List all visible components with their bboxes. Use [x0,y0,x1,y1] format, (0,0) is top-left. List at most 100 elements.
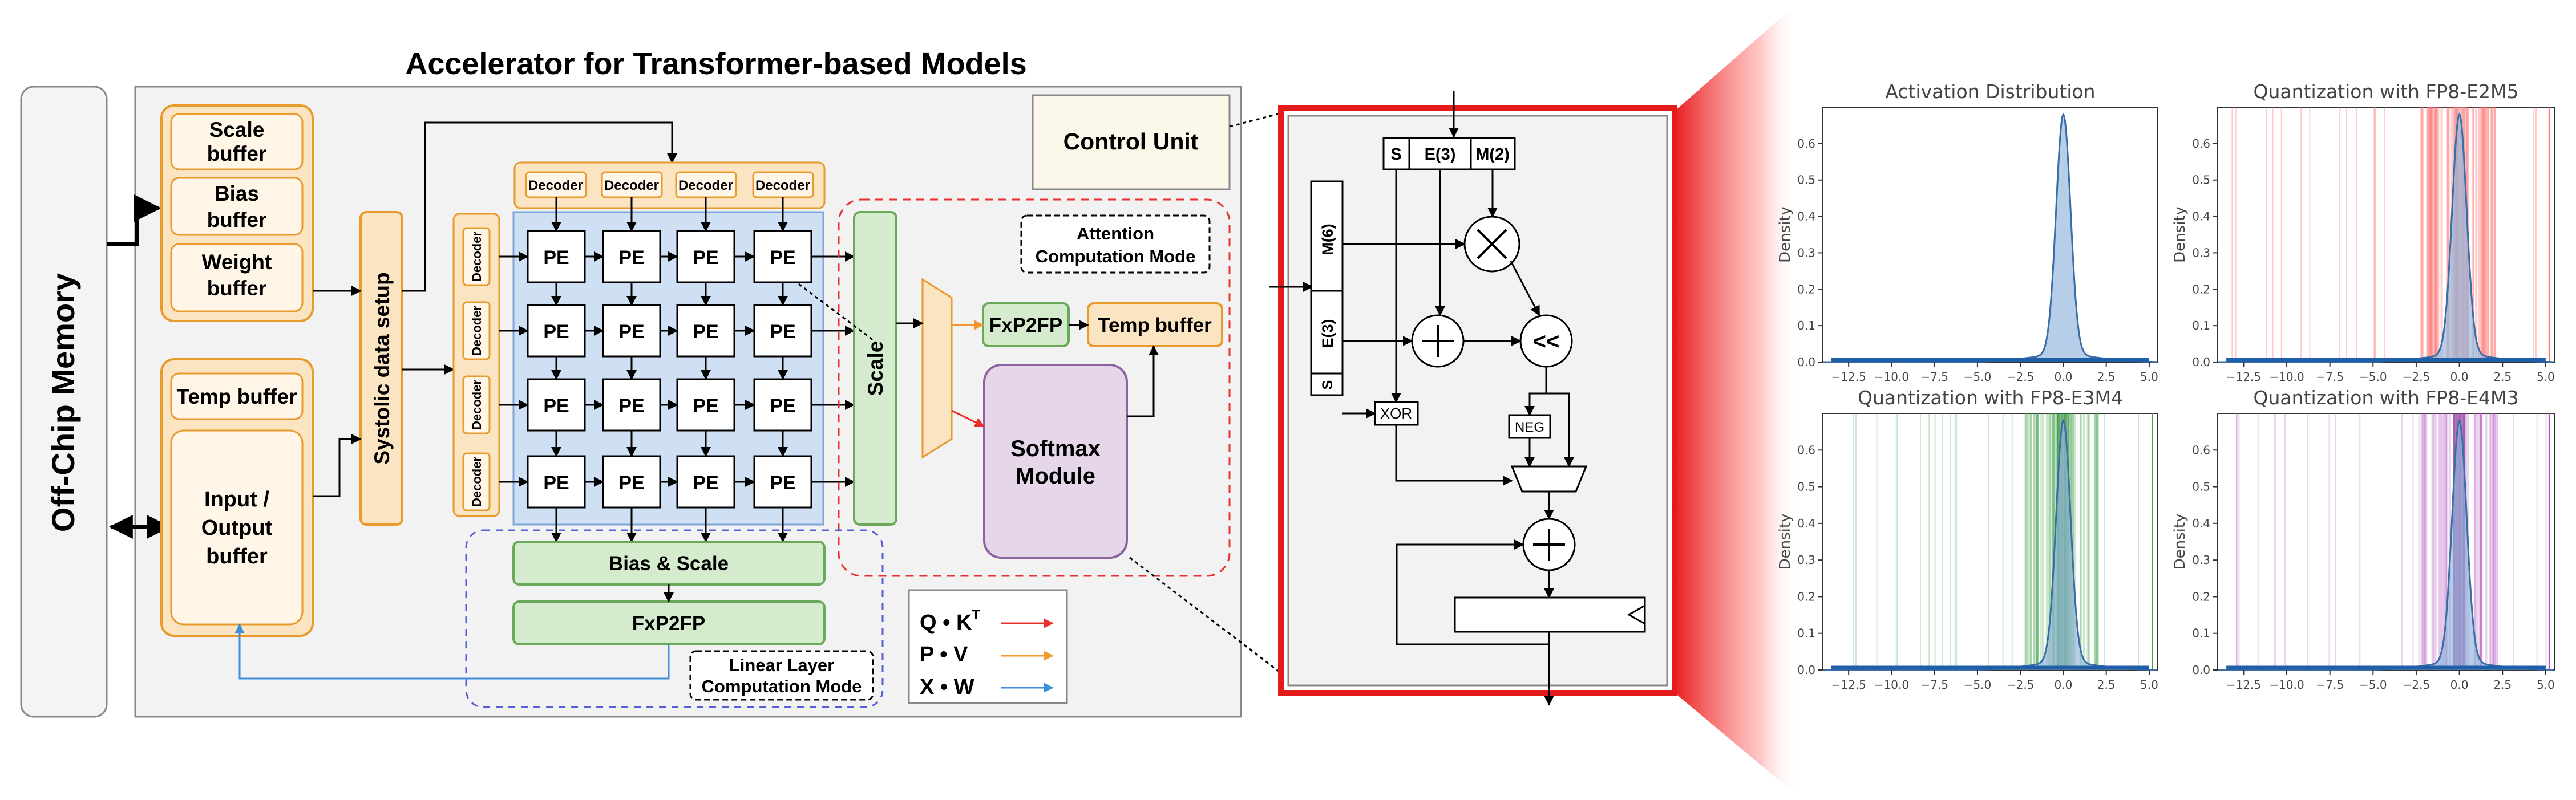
pe-detail-panel [1287,115,1668,687]
decoder-top-4-label: Decoder [755,178,810,193]
x-tick-label: −10.0 [2269,678,2304,692]
decoder-left-3-label: Decoder [470,380,484,430]
y-tick-label: 0.4 [2192,210,2210,224]
pe-cell [676,378,735,432]
wire-mult-to-shift [1510,261,1540,316]
mux-to-softmax-arrow [951,409,985,428]
y-tick-label: 0.4 [2192,517,2210,530]
zoom-fan [1675,9,1797,795]
y-tick-label: 0.5 [1797,480,1815,494]
plot-ylabel: Density [2171,514,2189,570]
y-tick-label: 0.5 [2192,480,2210,494]
x-tick-label: 0.0 [2055,678,2073,692]
io-buffer-label-2: Output [201,516,273,540]
top-register [1382,137,1516,170]
shifter-label: << [1533,329,1560,354]
weight-buffer-label-1: Weight [202,250,272,274]
pe-cell-label: PE [770,247,795,269]
decoder-left-2-label: Decoder [470,306,484,356]
scale-buffer [170,113,304,170]
scale-buffer-label-2: buffer [207,142,267,165]
decoder-top-1-label: Decoder [528,178,583,193]
decoder-top-3-label: Decoder [678,178,733,193]
bias-buffer [170,177,304,236]
mux [921,278,953,459]
legend-xw: X • W [920,675,974,699]
pe-cell-label: PE [543,472,569,494]
xor-label: XOR [1380,405,1412,422]
x-tick-label: −2.5 [2007,678,2035,692]
y-tick-label: 0.0 [1797,355,1815,369]
x-tick-label: −12.5 [1831,678,1866,692]
plot-frame [1822,107,2158,363]
pe-cell-label: PE [543,395,569,417]
accumulate-add-icon [1533,529,1565,561]
softmax-label-2: Module [1016,464,1095,489]
pe-cell [602,304,661,358]
bias-scale-label: Bias & Scale [609,553,729,575]
attention-mode-label-box [1020,214,1211,274]
pe-cell [602,378,661,432]
wire-shift-to-neg [1524,367,1547,416]
control-unit [1032,94,1231,190]
pe-cell [753,455,812,509]
leader-softmax [1129,557,1281,674]
x-tick-label: 0.0 [2055,370,2073,384]
leader-pe [798,283,876,343]
legend-pv: P • V [920,643,968,667]
linear-writeback-arrow [234,623,670,680]
pe-cell [527,378,586,432]
x-tick-label: −5.0 [2359,678,2387,692]
plot-title: Quantization with FP8-E3M4 [1858,387,2123,409]
y-tick-label: 0.2 [1797,590,1815,603]
systolic-label: Systolic data setup [370,272,394,464]
legend-qk-label: Q • K [920,611,972,635]
pe-cell-label: PE [693,247,718,269]
x-tick-label: −2.5 [2403,370,2431,384]
weight-buffer [170,243,304,312]
side-register [1310,180,1344,396]
pe-cell [753,304,812,358]
plots: Activation DistributionDensity−12.5−10.0… [1777,80,2555,692]
y-tick-label: 0.6 [2192,443,2210,457]
plot-title: Quantization with FP8-E4M3 [2254,387,2519,409]
y-tick-label: 0.4 [1797,517,1815,530]
multiply-icon [1477,229,1507,259]
attention-mode-label-2: Computation Mode [1036,246,1196,266]
side-reg-s: S [1320,380,1336,390]
fxp2fp-attention-label: FxP2FP [989,314,1062,336]
y-tick-label: 0.3 [2192,553,2210,567]
wire-shift-to-mux [1546,392,1574,468]
x-tick-label: −2.5 [2007,370,2035,384]
y-tick-label: 0.6 [1797,443,1815,457]
y-tick-label: 0.6 [2192,137,2210,151]
decoder-left-4-label: Decoder [470,457,484,507]
density-fill [2218,420,2554,670]
pe-cell [753,378,812,432]
pe-cell-label: PE [770,321,795,343]
clock-marker-icon [1627,604,1645,625]
systolic-data-setup [359,211,403,526]
x-tick-label: −7.5 [1920,678,1948,692]
pe-cell [676,304,735,358]
pe-cell-label: PE [693,472,718,494]
plot-ylabel: Density [2171,206,2189,263]
x-tick-label: −5.0 [2359,370,2387,384]
y-tick-label: 0.5 [2192,173,2210,187]
attention-region [838,198,1231,577]
legend-qk-sup: T [972,607,980,623]
y-tick-label: 0.3 [1797,246,1815,259]
pe-cell-label: PE [543,321,569,343]
sign-mux [1510,465,1588,493]
x-tick-label: −12.5 [2226,678,2261,692]
y-tick-label: 0.1 [1797,627,1815,640]
x-tick-label: 2.5 [2493,678,2512,692]
add-icon [1422,325,1454,357]
io-buffer-label-3: buffer [206,545,268,568]
temp-buffer-attention-label: Temp buffer [1098,314,1212,336]
left-decoders: Decoder Decoder Decoder Decoder [462,227,491,511]
top-reg-s: S [1390,145,1401,164]
